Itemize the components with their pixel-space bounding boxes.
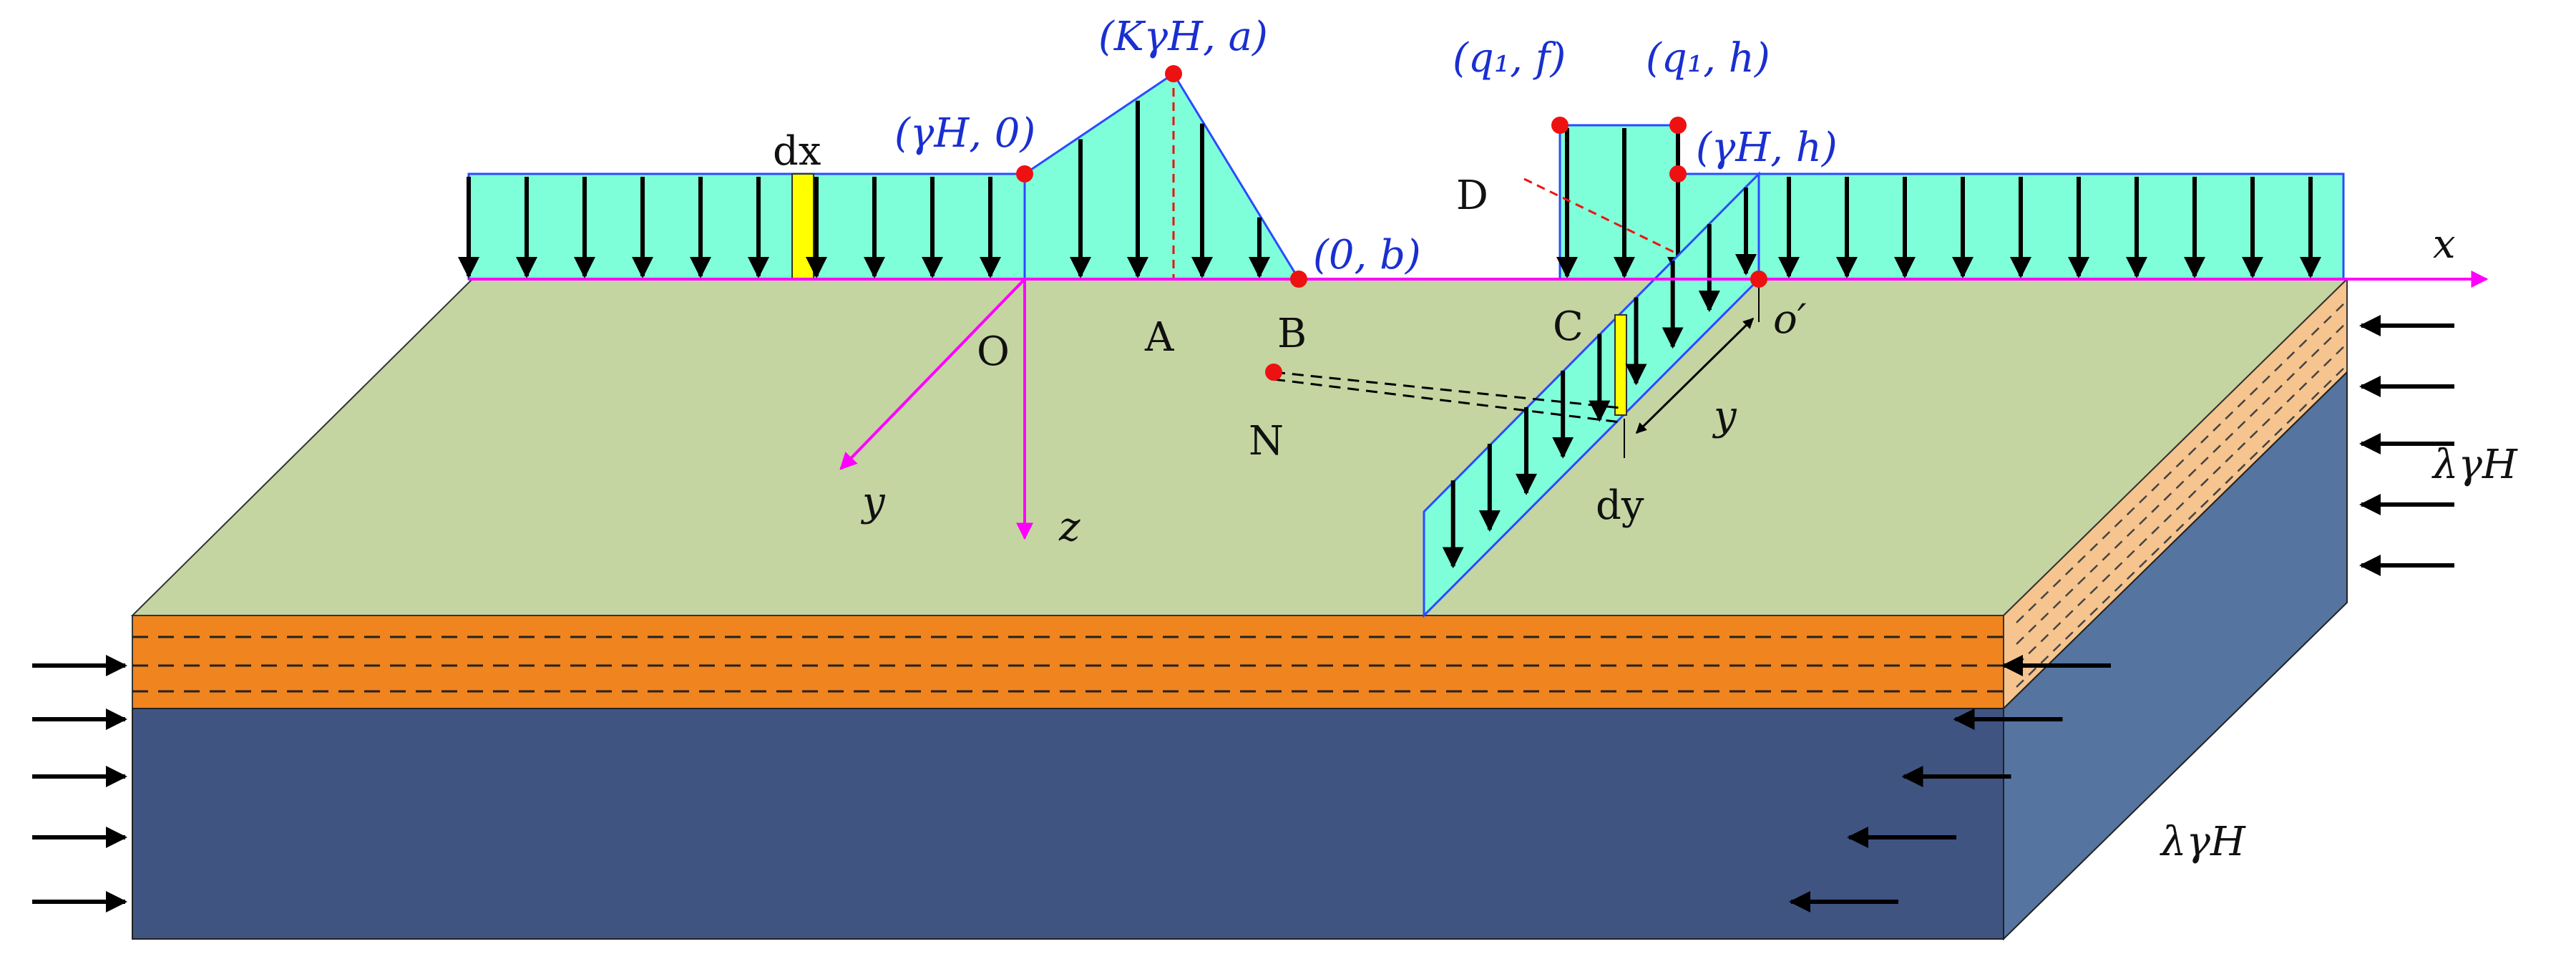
lower-soil-side — [2003, 370, 2348, 941]
point-D-label: D — [1456, 172, 1488, 219]
coord-KyH-a: (KγH, a) — [1098, 14, 1268, 60]
marker-q1-f — [1551, 117, 1568, 134]
point-O-label: O — [977, 328, 1010, 375]
n-to-c-dashed-1 — [1273, 371, 1621, 409]
marker-q1-h — [1669, 117, 1687, 134]
coord-yH-0: (γH, 0) — [894, 110, 1035, 157]
coord-q1-f: (q₁, f) — [1453, 35, 1566, 82]
uniform-load-left — [467, 172, 1026, 281]
point-N-label: N — [1249, 418, 1284, 464]
lateral-right-label: λγH — [2431, 442, 2518, 488]
coord-yH-h: (γH, h) — [1696, 125, 1838, 171]
coord-q1-h: (q₁, h) — [1646, 35, 1770, 82]
marker-q1-h-lower — [1669, 165, 1687, 182]
n-to-c-dashed-2 — [1273, 378, 1621, 424]
lateral-front-label: λγH — [2160, 819, 2246, 865]
point-C-label: C — [1553, 303, 1584, 350]
z-axis-label: z — [1058, 504, 1080, 550]
clay-front-dashes — [132, 636, 2004, 693]
lower-soil-front — [132, 708, 2004, 940]
y-axis-label: y — [860, 479, 886, 525]
marker-N — [1265, 364, 1282, 381]
point-markers — [1016, 65, 1767, 381]
dx-strip — [791, 173, 814, 280]
dy-strip — [1614, 314, 1627, 416]
axes — [469, 271, 2489, 540]
strip-load-arrows — [1442, 188, 1757, 569]
point-A-label: A — [1144, 314, 1174, 361]
marker-o-prime — [1750, 271, 1767, 288]
labels: dx (γH, 0) (KγH, a) (0, b) (q₁, f) (q₁, … — [773, 14, 2518, 865]
y-dimension-line — [1635, 317, 1755, 434]
surface-load — [458, 72, 2345, 281]
load-arrows — [458, 100, 2321, 278]
coord-0-b: (0, b) — [1313, 232, 1421, 278]
y-axis — [839, 278, 1026, 470]
x-axis-label: x — [2433, 221, 2456, 268]
marker-yH-0 — [1016, 165, 1033, 182]
clay-layer-front — [132, 615, 2004, 709]
ground-surface — [130, 278, 2349, 616]
rectangular-load — [1558, 124, 1679, 281]
soil-block — [130, 277, 2349, 941]
lateral-pressure-arrows — [32, 315, 2454, 912]
o-prime-label: o′ — [1773, 296, 1807, 343]
point-B-label: B — [1277, 311, 1307, 357]
dy-label: dy — [1596, 482, 1644, 529]
dx-label: dx — [773, 128, 821, 175]
marker-KyH-a — [1165, 65, 1182, 82]
marker-0-b — [1290, 271, 1307, 288]
clay-side-dashes — [2016, 300, 2348, 688]
uniform-load-right — [1677, 172, 2345, 281]
y-dimension-label: y — [1712, 393, 1737, 439]
